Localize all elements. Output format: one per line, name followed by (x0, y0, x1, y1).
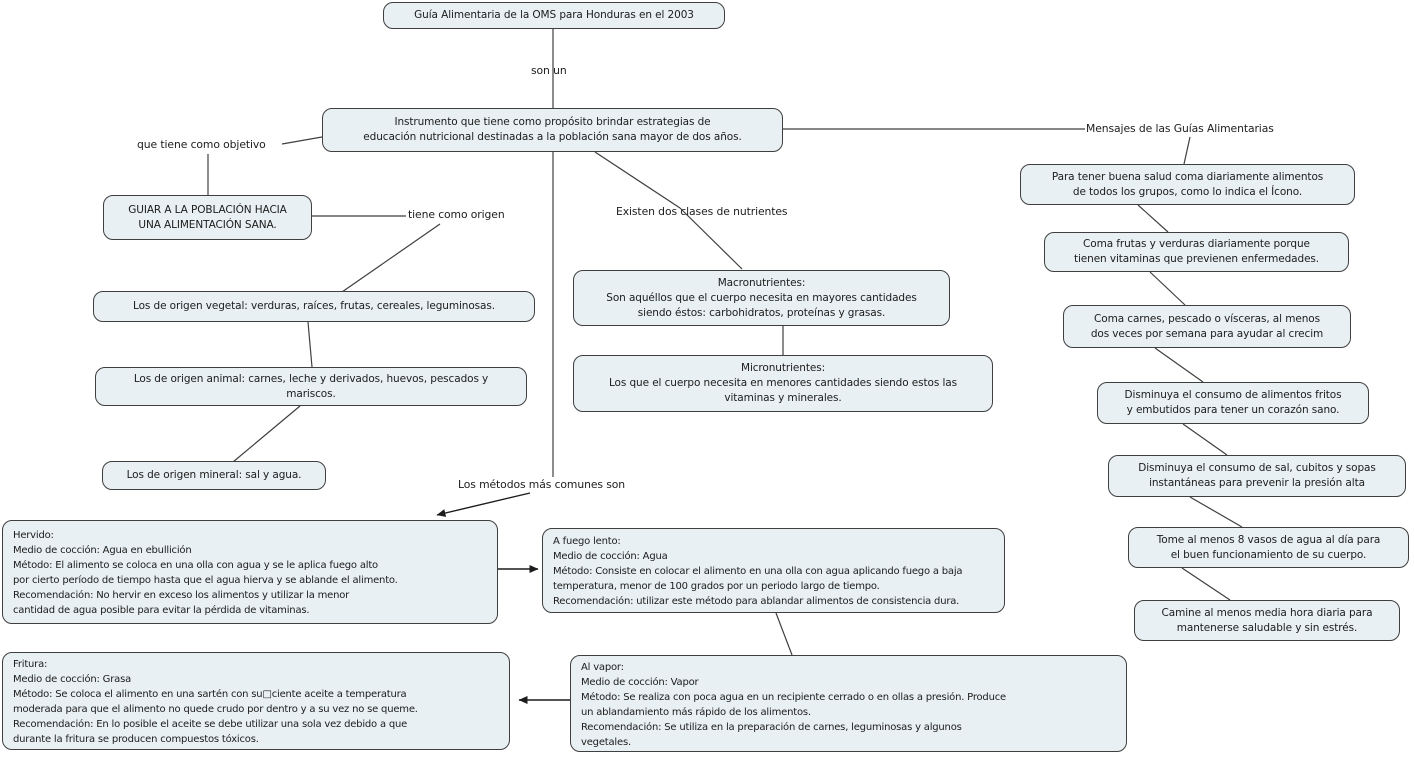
concept-node-mensaje-frutas[interactable]: Coma frutas y verduras diariamente porqu… (1044, 232, 1349, 272)
concept-node-mensaje-caminar[interactable]: Camine al menos media hora diaria para m… (1134, 600, 1400, 641)
concept-node-hervido[interactable]: Hervido: Medio de cocción: Agua en ebull… (2, 520, 498, 624)
concept-node-origen-mineral[interactable]: Los de origen mineral: sal y agua. (102, 461, 326, 490)
concept-node-root[interactable]: Guía Alimentaria de la OMS para Honduras… (383, 2, 725, 29)
concept-node-macronutrientes[interactable]: Macronutrientes: Son aquéllos que el cue… (573, 270, 950, 326)
concept-node-origen-vegetal[interactable]: Los de origen vegetal: verduras, raíces,… (93, 291, 535, 322)
connector-line (1181, 567, 1231, 601)
connector-line (679, 207, 743, 270)
connector-line (1149, 271, 1186, 306)
linking-phrase-mensajes[interactable]: Mensajes de las Guías Alimentarias (1086, 122, 1274, 135)
concept-node-mensaje-sal[interactable]: Disminuya el consumo de sal, cubitos y s… (1108, 455, 1406, 497)
connector-line (1183, 136, 1191, 165)
linking-phrase-origen[interactable]: tiene como origen (408, 208, 505, 221)
linking-phrase-objetivo[interactable]: que tiene como objetivo (137, 138, 266, 151)
concept-node-fritura[interactable]: Fritura: Medio de cocción: Grasa Método:… (2, 652, 510, 750)
connector-line (232, 405, 301, 463)
concept-node-mensaje-agua[interactable]: Tome al menos 8 vasos de agua al día par… (1128, 527, 1409, 568)
connector-line (1137, 204, 1169, 233)
concept-node-mensaje-icono[interactable]: Para tener buena salud coma diariamente … (1020, 164, 1355, 205)
linking-phrase-metodos[interactable]: Los métodos más comunes son (458, 478, 626, 491)
connector-line (594, 151, 681, 209)
connector-line (281, 136, 323, 145)
concept-node-guiar[interactable]: GUIAR A LA POBLACIÓN HACIA UNA ALIMENTAC… (103, 195, 312, 240)
concept-node-fuego-lento[interactable]: A fuego lento: Medio de cocción: Agua Mé… (542, 528, 1005, 613)
connector-line (1154, 347, 1204, 383)
connector-arrow (436, 492, 531, 517)
concept-node-al-vapor[interactable]: Al vapor: Medio de cocción: Vapor Método… (570, 655, 1127, 752)
connector-line (775, 612, 793, 656)
connector-line (1189, 496, 1243, 528)
linking-phrase-son-un[interactable]: son un (531, 64, 567, 77)
concept-node-instrumento[interactable]: Instrumento que tiene como propósito bri… (322, 108, 783, 152)
concept-node-mensaje-fritos[interactable]: Disminuya el consumo de alimentos fritos… (1097, 382, 1369, 424)
concept-node-micronutrientes[interactable]: Micronutrientes: Los que el cuerpo neces… (573, 355, 993, 412)
connector-line (341, 223, 441, 293)
concept-node-mensaje-carnes[interactable]: Coma carnes, pescado o vísceras, al meno… (1063, 305, 1351, 348)
connector-line (1182, 423, 1228, 456)
connector-line (307, 321, 313, 368)
concept-node-origen-animal[interactable]: Los de origen animal: carnes, leche y de… (95, 367, 527, 406)
linking-phrase-nutrientes[interactable]: Existen dos clases de nutrientes (616, 205, 788, 218)
